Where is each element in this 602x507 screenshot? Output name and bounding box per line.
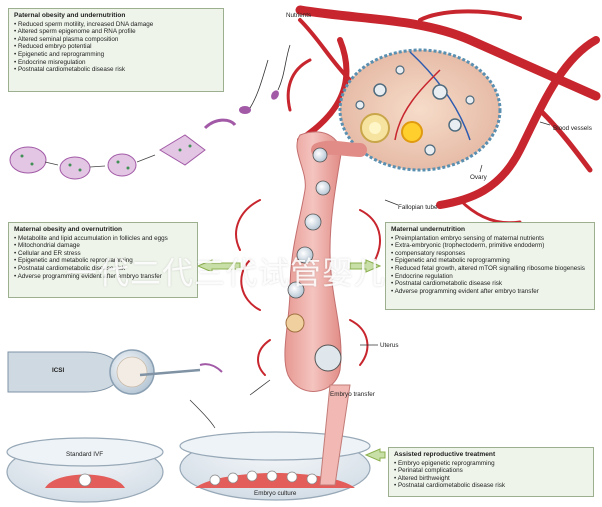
green-arrows bbox=[196, 259, 386, 462]
fallopian-tube-label: Fallopian tube bbox=[398, 204, 438, 211]
art-item: Postnatal cardiometabolic disease risk bbox=[394, 482, 588, 490]
maternal-undernutrition-item: Reduced fetal growth, altered mTOR signa… bbox=[391, 265, 589, 273]
nutrients-label: Nutrients bbox=[286, 12, 312, 19]
paternal-item: Reduced embryo potential bbox=[14, 43, 218, 51]
maternal-obesity-item: Postnatal cardiometabolic disease risk bbox=[14, 265, 192, 273]
ovary-label: Ovary bbox=[470, 174, 487, 181]
paternal-box: Paternal obesity and undernutrition Redu… bbox=[8, 8, 224, 92]
maternal-undernutrition-title: Maternal undernutrition bbox=[391, 226, 465, 233]
maternal-undernutrition-item: Endocrine regulation bbox=[391, 273, 589, 281]
blood-vessels-label: Blood vessels bbox=[553, 125, 592, 132]
sperm-development bbox=[9, 44, 291, 180]
paternal-item: Epigenetic and reprogramming bbox=[14, 51, 218, 59]
watermark: 一代二代三代试管婴儿 bbox=[66, 256, 386, 292]
maternal-undernutrition-item: Epigenetic and metabolic reprogramming bbox=[391, 257, 589, 265]
maternal-obesity-box: Maternal obesity and overnutrition Metab… bbox=[8, 222, 198, 298]
maternal-undernutrition-item: Preimplantation embryo sensing of matern… bbox=[391, 235, 589, 243]
maternal-undernutrition-item: compensatory responses bbox=[391, 250, 589, 258]
art-item: Perinatal complications bbox=[394, 467, 588, 475]
paternal-item: Altered sperm epigenome and RNA profile bbox=[14, 28, 218, 36]
art-title: Assisted reproductive treatment bbox=[394, 451, 496, 458]
paternal-item: Postnatal cardiometabolic disease risk bbox=[14, 66, 218, 74]
maternal-obesity-item: Cellular and ER stress bbox=[14, 250, 192, 258]
maternal-undernutrition-box: Maternal undernutrition Preimplantation … bbox=[385, 222, 595, 310]
blood-vessels bbox=[235, 5, 601, 376]
maternal-undernutrition-item: Extra-embryonic (trophectoderm, primitiv… bbox=[391, 242, 589, 250]
standard-ivf-label: Standard IVF bbox=[66, 451, 104, 458]
maternal-undernutrition-item: Adverse programming evident after embryo… bbox=[391, 288, 589, 296]
maternal-obesity-item: Metabolite and lipid accumulation in fol… bbox=[14, 235, 192, 243]
maternal-obesity-item: Mitochondrial damage bbox=[14, 242, 192, 250]
icsi-apparatus bbox=[7, 349, 223, 395]
embryo-culture-label: Embryo culture bbox=[254, 490, 297, 497]
maternal-undernutrition-item: Postnatal cardiometabolic disease risk bbox=[391, 280, 589, 288]
connector-arrows bbox=[189, 121, 551, 429]
paternal-title: Paternal obesity and undernutrition bbox=[14, 12, 126, 19]
paternal-item: Endocrine misregulation bbox=[14, 59, 218, 67]
art-box: Assisted reproductive treatment Embryo e… bbox=[388, 447, 594, 497]
art-item: Embryo epigenetic reprogramming bbox=[394, 460, 588, 468]
ivf-dish bbox=[6, 437, 164, 503]
art-item: Altered birthweight bbox=[394, 475, 588, 483]
paternal-item: Reduced sperm motility, increased DNA da… bbox=[14, 21, 218, 29]
embryo-series bbox=[285, 147, 342, 372]
paternal-item: Altered seminal plasma composition bbox=[14, 36, 218, 44]
uterus-label: Uterus bbox=[380, 342, 399, 349]
maternal-obesity-item: Adverse programming evident after embryo… bbox=[14, 273, 192, 281]
embryo-transfer-label: Embryo transfer bbox=[330, 391, 375, 398]
maternal-obesity-item: Epigenetic and metabolic reprogramming bbox=[14, 257, 192, 265]
icsi-label: ICSI bbox=[52, 367, 65, 374]
transfer-pipette bbox=[319, 384, 351, 486]
ovary bbox=[338, 48, 502, 172]
maternal-obesity-title: Maternal obesity and overnutrition bbox=[14, 226, 123, 233]
